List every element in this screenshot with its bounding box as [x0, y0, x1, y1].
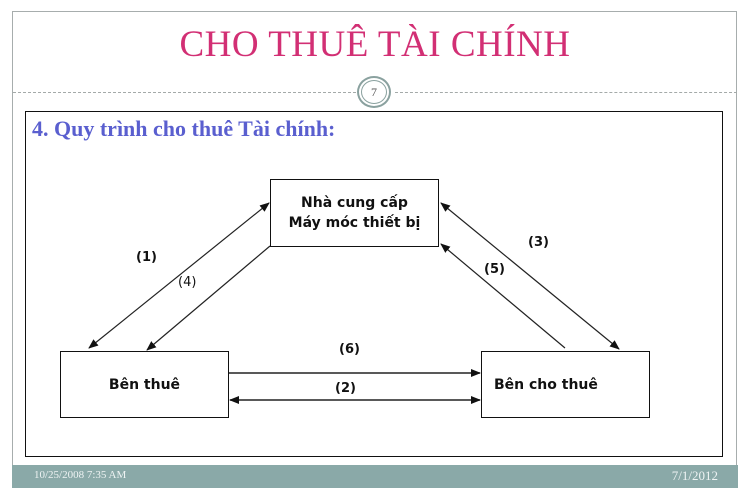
- section-heading: 4. Quy trình cho thuê Tài chính:: [32, 116, 336, 141]
- footer-datetime: 10/25/2008 7:35 AM: [34, 469, 127, 481]
- node-supplier-line1: Nhà cung cấp: [301, 195, 408, 211]
- arrow-5: [440, 243, 566, 349]
- page-number: 7: [361, 80, 387, 104]
- arrow-1: [88, 202, 270, 349]
- edge-label-2: (2): [335, 381, 356, 396]
- node-lessor: Bên cho thuê: [481, 351, 650, 418]
- edge-label-5: (5): [484, 262, 505, 277]
- arrow-4: [146, 245, 271, 351]
- edge-label-1: (1): [136, 250, 157, 265]
- title-divider-right: [395, 92, 737, 93]
- slide-frame: [12, 11, 737, 488]
- arrow-3: [440, 202, 620, 350]
- node-supplier-line2: Máy móc thiết bị: [288, 215, 421, 231]
- edge-label-6: (6): [339, 342, 360, 357]
- node-supplier: Nhà cung cấp Máy móc thiết bị: [270, 179, 439, 247]
- edge-label-4: (4): [178, 275, 197, 290]
- node-lessor-label: Bên cho thuê: [494, 376, 598, 393]
- node-lessee: Bên thuê: [60, 351, 229, 418]
- footer-date: 7/1/2012: [671, 468, 718, 483]
- page-number-badge: 7: [357, 76, 391, 108]
- edge-label-3: (3): [528, 235, 549, 250]
- node-lessee-label: Bên thuê: [108, 376, 181, 393]
- title-divider-left: [13, 92, 356, 93]
- footer-band: 10/25/2008 7:35 AM 7/1/2012: [12, 465, 738, 488]
- slide-title: CHO THUÊ TÀI CHÍNH: [179, 24, 571, 65]
